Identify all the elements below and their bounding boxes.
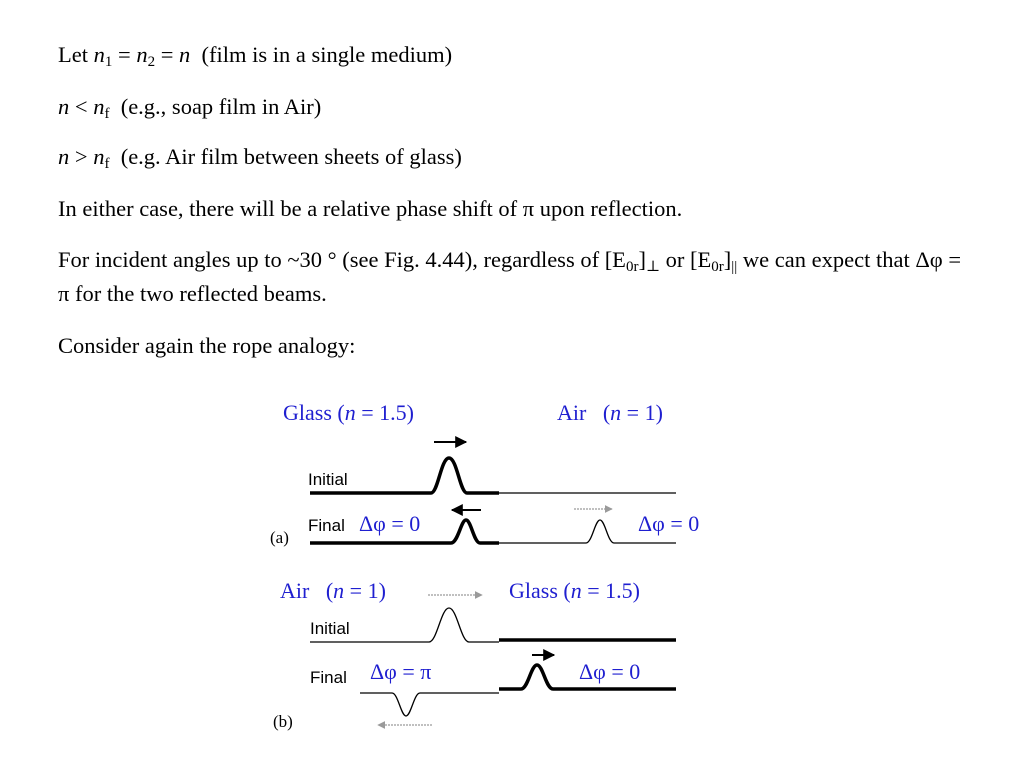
sub-0r: 0r <box>625 259 639 275</box>
sub-f: f <box>104 156 110 172</box>
delta-phi-left-b: Δφ = π <box>370 659 431 684</box>
label-air-b: Air (n = 1) <box>280 578 386 603</box>
var-nf: n <box>93 94 105 119</box>
label-glass-b: Glass (n = 1.5) <box>509 578 640 603</box>
text: we can expect that Δφ = π for the two re… <box>58 247 962 306</box>
label-initial-b: Initial <box>310 619 350 638</box>
text: or [E <box>660 247 712 272</box>
text: ] <box>638 247 646 272</box>
delta-phi-left-a: Δφ = 0 <box>359 511 420 536</box>
var-n2: n <box>136 42 148 67</box>
sub-f: f <box>104 106 110 122</box>
label-glass-a: Glass (n = 1.5) <box>283 400 414 425</box>
var-n: n <box>179 42 191 67</box>
rope-final-b-heavy <box>499 663 676 691</box>
text: (e.g., soap film in Air) <box>109 94 322 119</box>
var-nf: n <box>93 144 105 169</box>
perp-symbol: ⊥ <box>645 259 661 275</box>
text: > <box>69 144 94 169</box>
sub-0r: 0r <box>711 259 724 275</box>
paragraph-phase-shift: In either case, there will be a relative… <box>58 196 683 221</box>
delta-phi-right-a: Δφ = 0 <box>638 511 699 536</box>
label-final-b: Final <box>310 668 347 687</box>
sub-1: 1 <box>104 54 113 70</box>
parallel-symbol: || <box>731 259 738 275</box>
text: (film is in a single medium) <box>190 42 453 67</box>
label-air-a: Air (n = 1) <box>557 400 663 425</box>
sub-2: 2 <box>147 54 156 70</box>
var-n1: n <box>93 42 105 67</box>
paragraph-incident-angles: For incident angles up to ~30 ° (see Fig… <box>58 243 978 311</box>
text: = <box>155 42 180 67</box>
rope-final-a-heavy <box>310 518 499 545</box>
rope-initial-b-light <box>310 607 499 643</box>
rope-final-a-light <box>499 519 676 544</box>
var-n: n <box>58 94 70 119</box>
paragraph-rope-analogy: Consider again the rope analogy: <box>58 333 356 358</box>
label-initial-a: Initial <box>308 470 348 489</box>
text: For incident angles up to ~30 ° (see Fig… <box>58 247 626 272</box>
text: (e.g. Air film between sheets of glass) <box>109 144 462 169</box>
rope-analogy-figure: Glass (n = 1.5) Air (n = 1) Initial Fina… <box>270 400 699 731</box>
rope-final-b-light <box>360 692 499 717</box>
delta-phi-right-b: Δφ = 0 <box>579 659 640 684</box>
text: Let <box>58 42 94 67</box>
label-final-a: Final <box>308 516 345 535</box>
panel-label-b: (b) <box>273 712 293 731</box>
paragraph-greater: n > nf (e.g. Air film between sheets of … <box>58 140 978 174</box>
text: < <box>69 94 94 119</box>
panel-label-a: (a) <box>270 528 289 547</box>
var-n: n <box>58 144 70 169</box>
paragraph-indices: Let n1 = n2 = n (film is in a single med… <box>58 38 978 72</box>
text: ] <box>723 247 732 272</box>
rope-initial-a-heavy <box>310 456 499 495</box>
paragraph-less: n < nf (e.g., soap film in Air) <box>58 90 978 124</box>
text: = <box>112 42 137 67</box>
